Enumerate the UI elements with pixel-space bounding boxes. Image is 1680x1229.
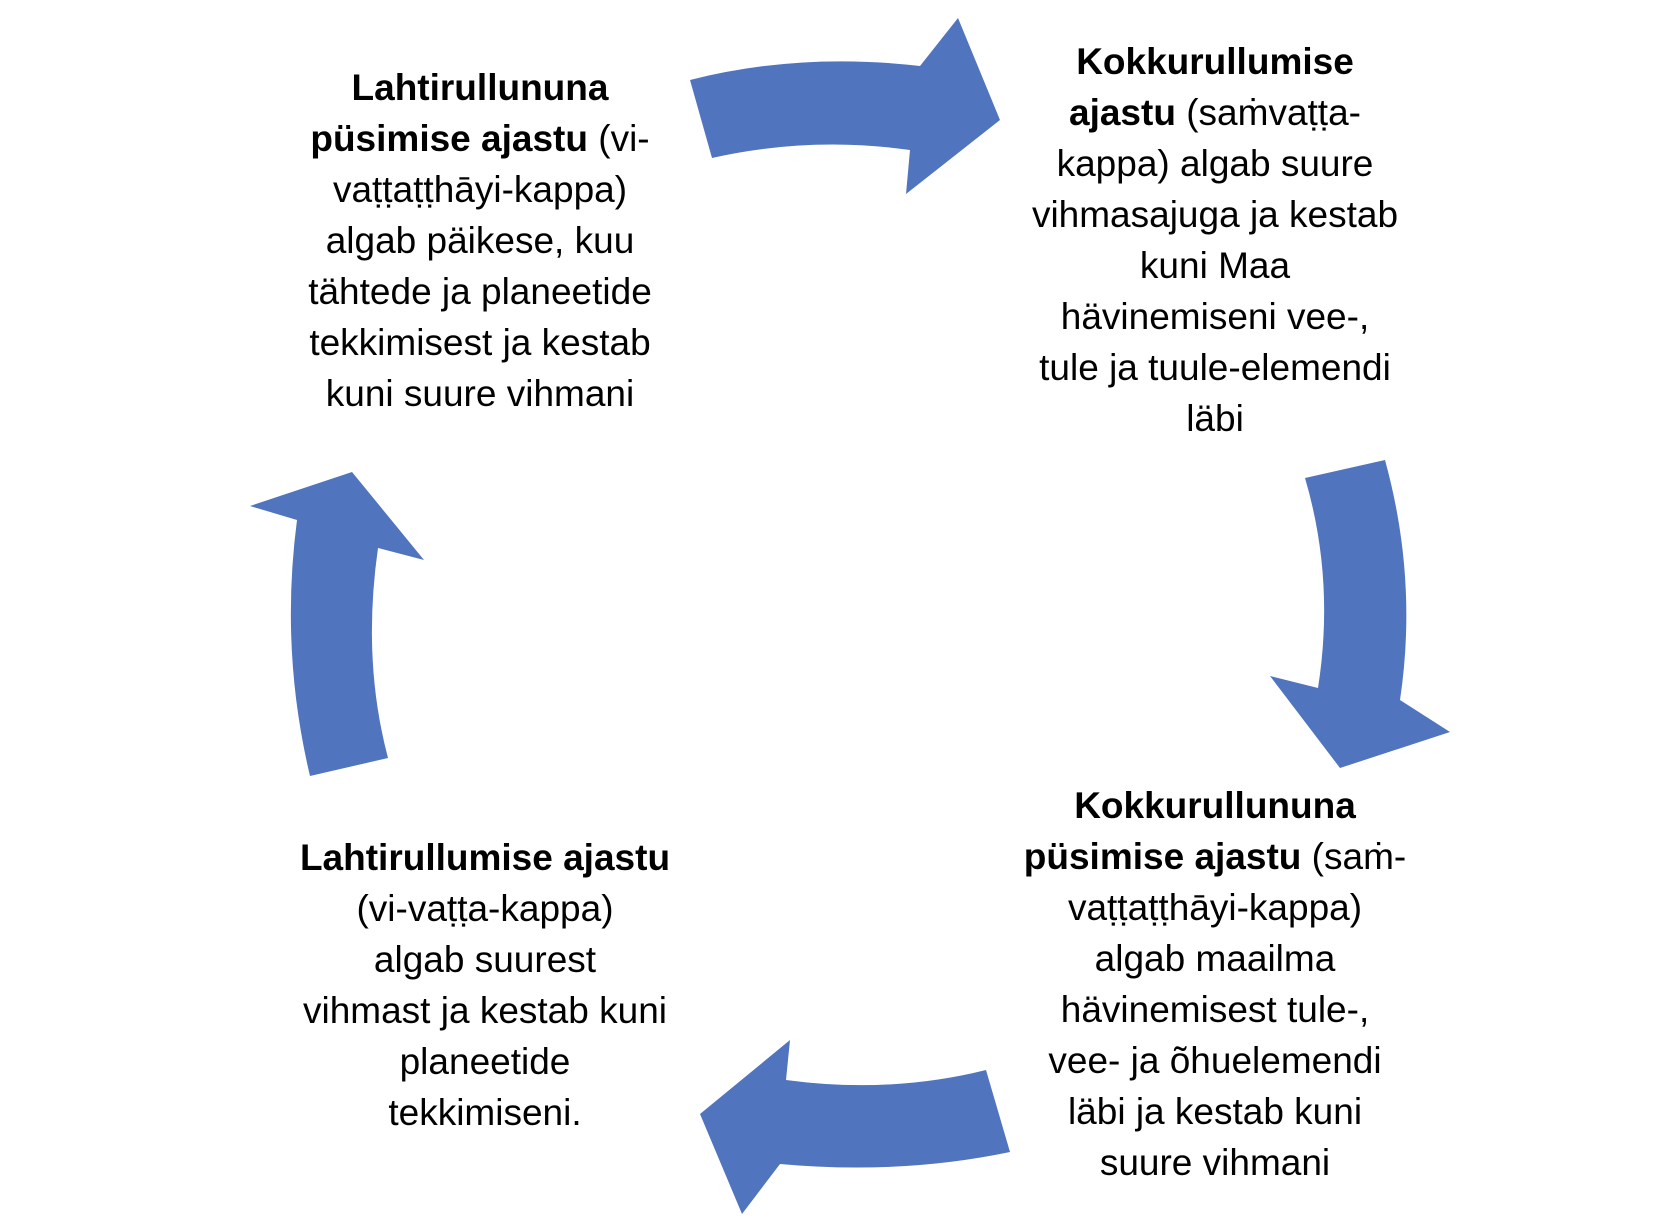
phase-title: Kokkurullumise ajastu	[1069, 41, 1354, 133]
phase-description: (vi- vaṭṭaṭṭhāyi-kappa) algab päikese, k…	[308, 118, 652, 414]
arrow-top	[690, 18, 1000, 194]
phase-description: (saṁvaṭṭa- kappa) algab suure vihmasajug…	[1031, 92, 1399, 439]
arrow-left	[250, 472, 424, 776]
phase-text-top-left: Lahtirullununa püsimise ajastu (vi- vaṭṭ…	[250, 62, 710, 419]
arrow-right	[1270, 460, 1450, 768]
phase-title: Kokkurullununa püsimise ajastu	[1023, 785, 1356, 877]
phase-text-bottom-left: Lahtirullumise ajastu (vi-vaṭṭa-kappa) a…	[250, 832, 720, 1138]
phase-description: (saṁ- vaṭṭaṭṭhāyi-kappa) algab maailma h…	[1048, 836, 1407, 1183]
phase-text-top-right: Kokkurullumise ajastu (saṁvaṭṭa- kappa) …	[980, 36, 1450, 444]
arrow-bottom	[700, 1040, 1010, 1214]
phase-title: Lahtirullumise ajastu	[299, 837, 671, 878]
phase-text-bottom-right: Kokkurullununa püsimise ajastu (saṁ- vaṭ…	[980, 780, 1450, 1188]
phase-title: Lahtirullununa püsimise ajastu	[310, 67, 609, 159]
phase-description: (vi-vaṭṭa-kappa) algab suurest vihmast j…	[302, 888, 667, 1133]
